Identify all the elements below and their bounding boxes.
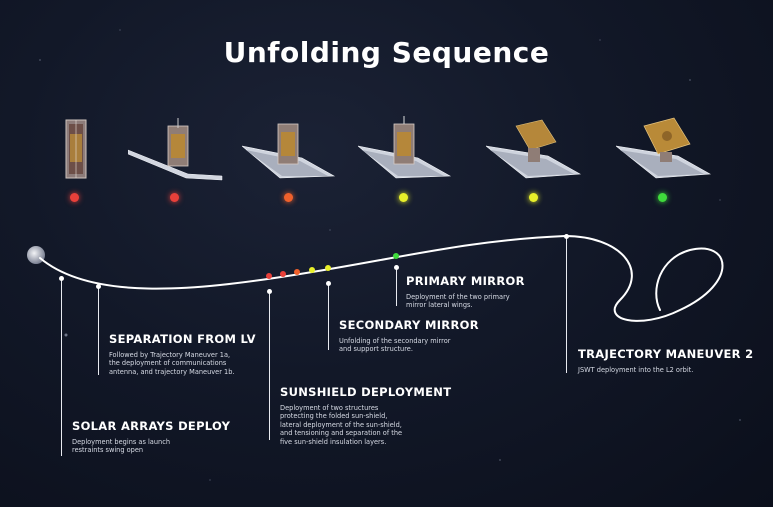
trajectory-marker-yellow-1 bbox=[309, 267, 315, 273]
milestone-title: SECONDARY MIRROR bbox=[339, 318, 479, 332]
telescope-stage-3-icon bbox=[242, 123, 336, 179]
leader-line-primary-mirror bbox=[393, 265, 401, 306]
milestone-title: PRIMARY MIRROR bbox=[406, 274, 525, 288]
milestone-sunshield-deployment: SUNSHIELD DEPLOYMENT Deployment of two s… bbox=[280, 385, 470, 446]
stage-2-status-dot bbox=[170, 193, 179, 202]
trajectory-marker-red-2 bbox=[280, 271, 286, 277]
trajectory-marker-orange bbox=[294, 269, 300, 275]
milestone-title: SEPARATION FROM LV bbox=[109, 332, 256, 346]
telescope-deployed-icon bbox=[616, 117, 712, 179]
milestone-description: Followed by Trajectory Maneuver 1a, the … bbox=[109, 351, 235, 376]
milestone-description: JSWT deployment into the L2 orbit. bbox=[578, 366, 694, 374]
trajectory-marker-green bbox=[393, 253, 399, 259]
milestone-title: SOLAR ARRAYS DEPLOY bbox=[72, 419, 231, 433]
milestone-solar-arrays-deploy: SOLAR ARRAYS DEPLOY Deployment begins as… bbox=[72, 419, 252, 455]
stage-6-status-dot bbox=[658, 193, 667, 202]
stage-5-status-dot bbox=[529, 193, 538, 202]
milestone-description: Deployment of two structures protecting … bbox=[280, 404, 403, 446]
milestone-secondary-mirror: SECONDARY MIRROR Unfolding of the second… bbox=[339, 318, 519, 354]
leader-line-secondary-mirror bbox=[325, 281, 333, 350]
page-title: Unfolding Sequence bbox=[223, 36, 550, 69]
milestone-separation-from-lv: SEPARATION FROM LV Followed by Trajector… bbox=[109, 332, 289, 376]
leader-line-separation bbox=[95, 284, 103, 375]
milestone-description: Deployment of the two primary mirror lat… bbox=[406, 293, 510, 310]
milestone-trajectory-maneuver-2: TRAJECTORY MANEUVER 2 JSWT deployment in… bbox=[578, 347, 763, 374]
trajectory-marker-red-1 bbox=[266, 273, 272, 279]
stage-4-status-dot bbox=[399, 193, 408, 202]
milestone-title: TRAJECTORY MANEUVER 2 bbox=[578, 347, 754, 361]
earth-icon bbox=[27, 246, 45, 264]
leader-line-solar-arrays bbox=[58, 276, 66, 456]
telescope-stage-4-icon bbox=[358, 116, 452, 179]
trajectory-marker-yellow-2 bbox=[325, 265, 331, 271]
leader-line-sunshield bbox=[266, 289, 274, 440]
milestone-description: Deployment begins as launch restraints s… bbox=[72, 438, 171, 455]
telescope-stage-5-icon bbox=[486, 119, 582, 179]
stage-3-status-dot bbox=[284, 193, 293, 202]
telescope-stage-2-icon bbox=[128, 118, 223, 181]
leader-line-trajectory-maneuver bbox=[563, 234, 571, 373]
stage-1-status-dot bbox=[70, 193, 79, 202]
milestone-primary-mirror: PRIMARY MIRROR Deployment of the two pri… bbox=[406, 274, 576, 310]
milestone-description: Unfolding of the secondary mirror and su… bbox=[339, 337, 451, 354]
telescope-stowed-icon bbox=[65, 119, 87, 179]
milestone-title: SUNSHIELD DEPLOYMENT bbox=[280, 385, 452, 399]
